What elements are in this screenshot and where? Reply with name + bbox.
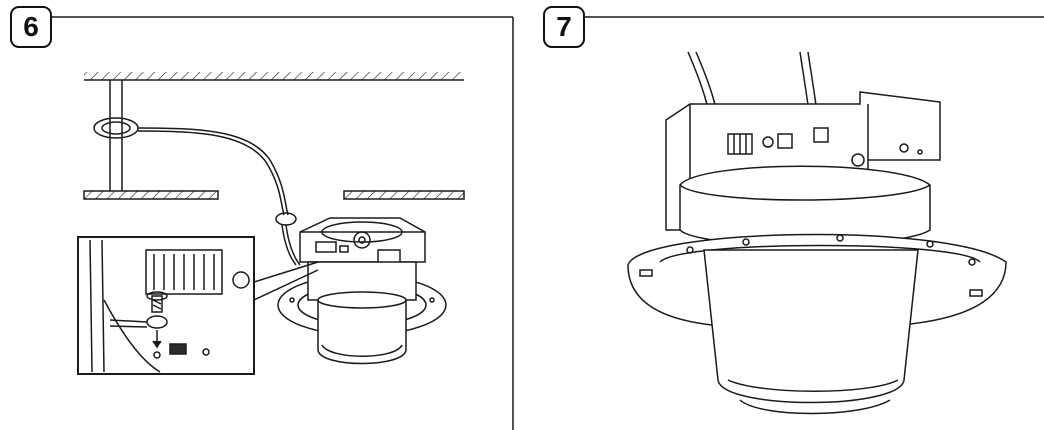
housing-collar bbox=[679, 165, 931, 246]
callout-lines bbox=[253, 261, 319, 301]
step-7-badge: 7 bbox=[543, 6, 585, 48]
support-pole bbox=[109, 80, 123, 191]
down-arrow-icon bbox=[152, 330, 162, 349]
ceiling-slab bbox=[84, 72, 464, 81]
ground-terminal bbox=[109, 315, 168, 329]
detail-inset bbox=[77, 236, 255, 375]
ceiling-tile-right bbox=[343, 190, 465, 200]
dome-housing bbox=[307, 261, 417, 365]
step-7-panel bbox=[585, 16, 1044, 415]
step-6-panel bbox=[52, 16, 514, 430]
connector-panel bbox=[727, 127, 865, 167]
ground-screw bbox=[146, 291, 168, 313]
ceiling-tile-left bbox=[83, 190, 219, 200]
dome-cover bbox=[703, 249, 919, 415]
round-port bbox=[232, 271, 250, 289]
camera-base-unit bbox=[299, 217, 426, 265]
ground-symbol-icon bbox=[169, 343, 187, 355]
safety-wire bbox=[93, 117, 301, 266]
terminal-block bbox=[145, 249, 223, 295]
step-6-badge: 6 bbox=[10, 6, 52, 48]
